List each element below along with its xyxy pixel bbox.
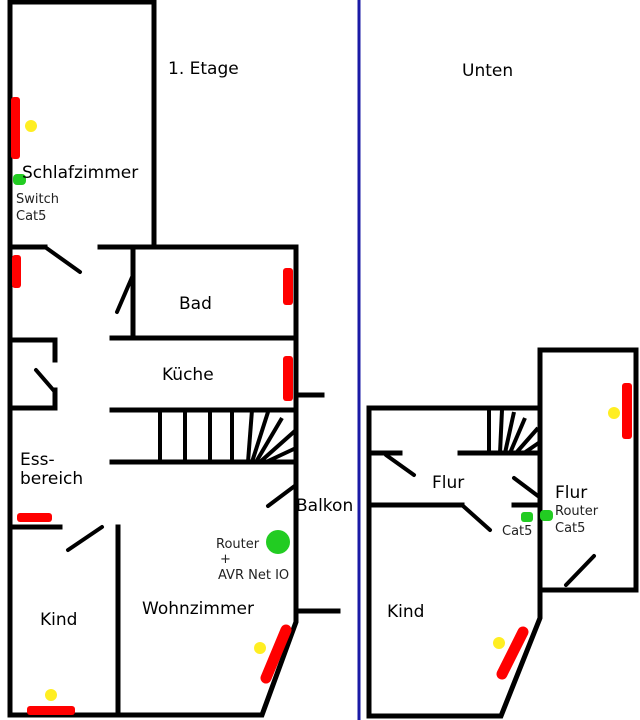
annotation-router-upper-plus: + [220,552,231,567]
annotation-router-upper: Router [216,537,260,552]
annotation-router-lower: Router [555,504,599,519]
annotation-switch-cat5: Cat5 [16,209,46,224]
network-point-switch [13,174,26,185]
heater-kind-lower [496,626,529,680]
upper-floor-walls [7,0,341,718]
lamp-wohnzimmer [254,642,266,654]
room-label-essbereich-2: bereich [20,469,83,489]
annotation-router-lower-cat5: Cat5 [555,521,585,536]
heading-upper: 1. Etage [168,59,239,79]
room-label-essbereich: Ess- [20,450,55,470]
heater-schlafzimmer [11,97,20,159]
room-label-wohnzimmer: Wohnzimmer [142,599,254,619]
heater-bad [283,268,293,305]
annotation-switch: Switch [16,192,59,207]
heater-flur-lower [622,383,632,439]
lower-staircase [487,409,542,455]
heater-flur-upper [12,255,21,288]
lamp-schlafzimmer [25,120,37,132]
room-label-bad: Bad [179,294,212,314]
lower-heaters [496,383,632,680]
room-label-kind-lower: Kind [387,602,424,622]
lower-floor: Unten Flur Flur Router Cat5 Cat5 Kind [366,61,639,719]
room-label-flur-left: Flur [432,473,464,493]
upper-staircase [158,409,298,464]
room-label-flur-right: Flur [555,483,587,503]
upper-heaters [11,97,293,715]
upper-markers [13,120,290,701]
heater-kind-upper [27,706,75,715]
heater-wohnzimmer [260,624,292,684]
lower-markers [493,407,620,649]
annotation-avr-net-io: AVR Net IO [218,568,289,583]
room-label-schlafzimmer: Schlafzimmer [22,163,138,183]
room-label-kueche: Küche [162,365,214,385]
upper-floor-doors [34,245,298,552]
heater-essbereich [17,513,52,522]
upper-floor: 1. Etage Schlafzimmer Switch Cat5 Bad Kü… [7,0,353,718]
heading-lower: Unten [462,61,513,81]
lamp-kind-upper [45,689,57,701]
network-point-router-lower [540,510,553,521]
network-point-router-upper [266,530,290,554]
heater-kueche [283,356,293,401]
annotation-cat5-lower: Cat5 [502,524,532,539]
room-label-balkon: Balkon [296,496,353,516]
network-point-cat5-lower [521,512,533,522]
room-label-kind-upper: Kind [40,610,77,630]
lower-floor-doors [384,453,596,587]
lamp-kind-lower [493,637,505,649]
lamp-flur-lower [608,407,620,419]
